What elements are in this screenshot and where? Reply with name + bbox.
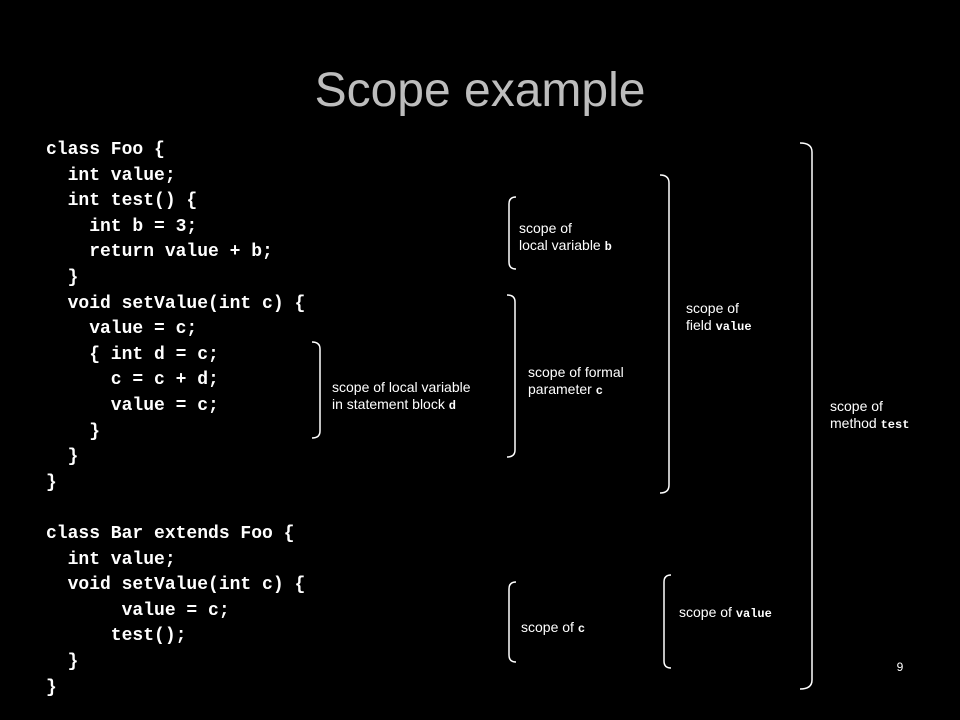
annotation-text: parameter [528, 381, 596, 397]
annotation-code: value [735, 607, 772, 621]
code-line: class Foo { [46, 140, 165, 160]
annotation-bar-c: scope of c [521, 619, 585, 638]
annotation-code: c [577, 622, 586, 636]
bracket-bar-c [508, 581, 517, 663]
annotation-text: in statement block [332, 396, 449, 412]
code-line: void setValue(int c) { [46, 575, 306, 596]
code-line: class Bar extends Foo { [46, 524, 295, 544]
annotation-code: c [595, 384, 603, 398]
code-line: value = c; [46, 396, 219, 416]
annotation-line: scope of formal [528, 364, 624, 380]
annotation-text: field [686, 317, 716, 333]
annotation-code: b [604, 240, 612, 254]
annotation-bar-value: scope of value [679, 604, 772, 623]
code-line: test(); [46, 626, 187, 647]
annotation-line: scope of local variable [332, 379, 471, 395]
annotation-text: local variable [519, 237, 605, 253]
annotation-line: scope of [519, 220, 572, 236]
annotation-line: scope of [686, 300, 739, 316]
code-line: int value; [46, 165, 176, 186]
annotation-method-test: scope of method test [830, 398, 909, 434]
bracket-block-d [311, 341, 321, 439]
code-line: { int d = c; [46, 344, 219, 365]
bracket-bar-value [663, 574, 672, 669]
annotation-local-b: scope of local variable b [519, 220, 612, 256]
annotation-text: scope of [679, 604, 736, 620]
code-line: } [46, 652, 79, 672]
code-line: void setValue(int c) { [46, 293, 306, 314]
bracket-field-value [659, 174, 670, 494]
code-line: return value + b; [46, 242, 273, 263]
bracket-formal-c [506, 294, 516, 458]
annotation-code: test [880, 418, 910, 432]
annotation-code: d [448, 399, 456, 413]
slide-title: Scope example [314, 64, 646, 117]
code-line: } [46, 677, 57, 698]
bracket-method-test [799, 142, 813, 690]
annotation-block-d: scope of local variable in statement blo… [332, 379, 471, 415]
bracket-local-b [508, 196, 517, 270]
code-line: value = c; [46, 319, 198, 340]
code-line: value = c; [46, 600, 230, 621]
code-line: } [46, 472, 57, 493]
code-line: int b = 3; [46, 216, 198, 237]
page-number: 9 [896, 660, 904, 674]
code-line: int value; [46, 549, 176, 570]
annotation-text: method [830, 415, 881, 431]
code-line: c = c + d; [46, 370, 219, 391]
annotation-field-value: scope of field value [686, 300, 752, 336]
code-line: } [46, 268, 79, 288]
code-line: } [46, 421, 101, 442]
code-line: int test() { [46, 191, 198, 212]
annotation-code: value [715, 320, 752, 334]
annotation-text: scope of [521, 619, 578, 635]
code-line: } [46, 447, 79, 468]
annotation-line: scope of [830, 398, 883, 414]
annotation-formal-c: scope of formal parameter c [528, 364, 624, 400]
